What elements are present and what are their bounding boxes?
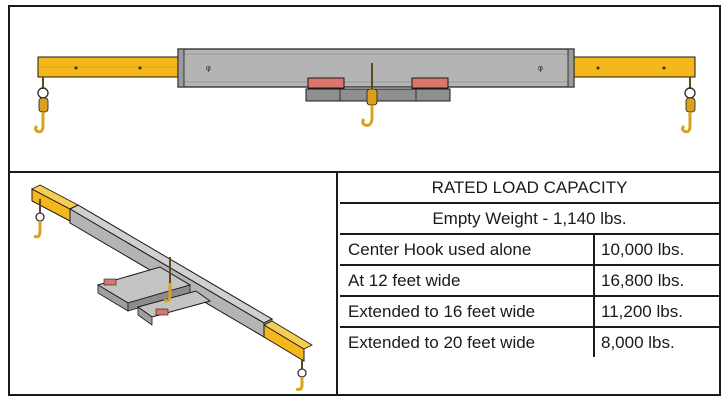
- iso-center-hook-icon: [163, 257, 172, 303]
- capacity-label: Center Hook used alone: [340, 235, 595, 264]
- isometric-drawing: [31, 184, 313, 391]
- iso-fork-pocket-frame: [96, 266, 212, 326]
- table-row: Center Hook used alone 10,000 lbs.: [340, 235, 719, 266]
- right-end-hook-icon: [681, 77, 696, 134]
- main-beam: [177, 48, 575, 88]
- capacity-value: 11,200 lbs.: [601, 302, 683, 321]
- side-elevation-drawing: ᵠ ᵠ: [34, 48, 696, 134]
- center-hook-icon: [361, 63, 378, 127]
- isometric-view-panel: [10, 173, 338, 394]
- document-frame: ᵠ ᵠ: [8, 5, 721, 396]
- right-fork-pocket: [411, 77, 449, 89]
- capacity-value: 10,000 lbs.: [601, 240, 685, 259]
- capacity-value: 16,800 lbs.: [601, 271, 685, 290]
- side-elevation-panel: ᵠ ᵠ: [10, 7, 719, 173]
- left-end-hook-icon: [34, 77, 49, 134]
- right-extension-arm: [572, 56, 696, 78]
- empty-weight-row: Empty Weight - 1,140 lbs.: [340, 204, 719, 235]
- iso-right-end-hook-icon: [295, 359, 307, 391]
- table-title: RATED LOAD CAPACITY: [340, 173, 719, 204]
- capacity-label: At 12 feet wide: [340, 266, 595, 295]
- left-fork-pocket: [307, 77, 345, 89]
- table-row: Extended to 20 feet wide 8,000 lbs.: [340, 328, 719, 359]
- iso-left-end-hook-icon: [33, 199, 45, 239]
- capacity-label: Extended to 20 feet wide: [340, 328, 595, 357]
- fork-pocket-frame: [305, 88, 451, 102]
- rated-load-capacity-table: RATED LOAD CAPACITY Empty Weight - 1,140…: [340, 173, 719, 359]
- svg-text:ᵠ: ᵠ: [206, 64, 211, 76]
- table-row: At 12 feet wide 16,800 lbs.: [340, 266, 719, 297]
- capacity-value: 8,000 lbs.: [601, 333, 675, 352]
- table-row: Extended to 16 feet wide 11,200 lbs.: [340, 297, 719, 328]
- capacity-label: Extended to 16 feet wide: [340, 297, 595, 326]
- svg-text:ᵠ: ᵠ: [538, 64, 543, 76]
